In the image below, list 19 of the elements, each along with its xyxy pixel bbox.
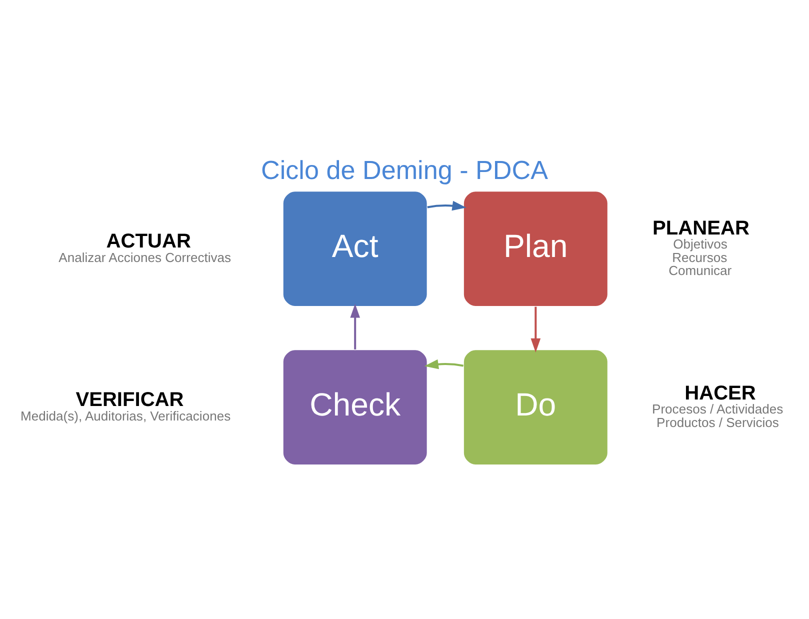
node-label: HACER [684, 382, 756, 404]
node-label: Medida(s), Auditorias, Verificaciones [20, 408, 231, 424]
node-label: Analizar Acciones Correctivas [58, 250, 232, 265]
node-box: Do [462, 349, 608, 466]
node-box: Check [282, 349, 428, 466]
arrow [424, 359, 464, 370]
arrow [530, 306, 541, 352]
node-label: PLANEAR [652, 217, 750, 240]
node-box: Act [282, 190, 428, 307]
arrow [350, 304, 360, 350]
node-label: ACTUAR [106, 230, 191, 252]
node-label: Comunicar [668, 262, 732, 278]
node-label: Objetivos [673, 236, 728, 252]
diagram-title: Ciclo de Deming - PDCA [261, 154, 548, 185]
arrow [427, 200, 466, 211]
node-label: VERIFICAR [76, 388, 184, 411]
node-label: Procesos / Actividades [652, 402, 784, 417]
node-label: Productos / Servicios [656, 414, 779, 430]
node-box: Plan [462, 190, 608, 307]
